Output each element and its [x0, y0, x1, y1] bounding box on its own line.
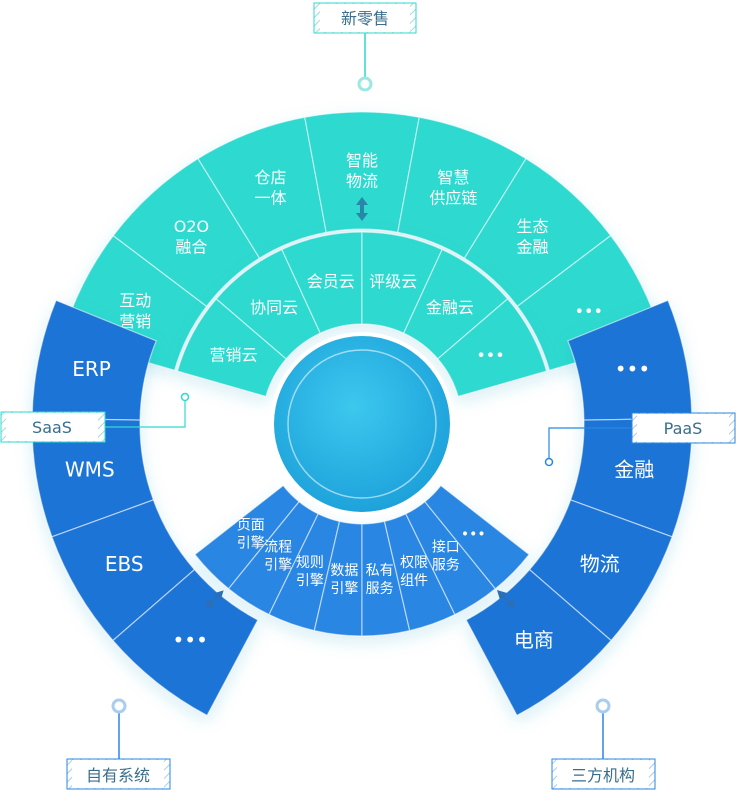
- tag-paas-label: PaaS: [664, 419, 703, 438]
- inner-teal-ring: 营销云 协同云会员云评级云金融云 •••: [176, 231, 548, 398]
- outer-blue-right-label: 金融: [614, 458, 654, 482]
- inner-blue-label: 接口: [432, 539, 460, 556]
- inner-teal-label: 协同云: [250, 298, 298, 317]
- inner-blue-label: 引擎: [264, 558, 292, 574]
- arrow-blue-left-icon: [205, 590, 224, 609]
- inner-blue-segment: [194, 484, 300, 590]
- inner-teal-label: 评级云: [369, 272, 417, 291]
- inner-teal-segment: [437, 298, 548, 398]
- connector-own-system: [111, 698, 127, 759]
- outer-teal-label: 营销: [119, 312, 151, 331]
- inner-blue-label: 权限: [400, 555, 428, 571]
- outer-teal-label: 智能: [346, 151, 378, 170]
- outer-teal-label: 智慧: [437, 168, 469, 187]
- inner-blue-segment: [227, 500, 319, 616]
- outer-blue-right-label: •••: [615, 357, 650, 381]
- inner-blue-label: 数据: [330, 563, 358, 579]
- inner-teal-label: 营销云: [209, 345, 257, 364]
- tag-new-retail-label: 新零售: [341, 9, 389, 28]
- inner-blue-segment: [383, 513, 456, 632]
- inner-blue-segment: [313, 520, 363, 637]
- outer-teal-label: O2O: [174, 217, 209, 236]
- inner-blue-label: 服务: [432, 558, 460, 574]
- outer-teal-label: 仓店: [255, 168, 287, 187]
- arrow-blue-right-icon: [497, 590, 516, 609]
- outer-blue-left-label: •••: [172, 628, 207, 652]
- connector-paas: [544, 427, 632, 467]
- inner-blue-label: 引擎: [237, 535, 265, 551]
- tag-own-system: 自有系统: [66, 758, 171, 790]
- outer-blue-left-ring: ERP WMS EBS •••: [31, 299, 259, 717]
- inner-blue-label: 服务: [366, 581, 394, 597]
- inner-blue-label: 页面: [237, 517, 265, 533]
- outer-teal-label: 供应链: [429, 189, 477, 208]
- inner-teal-label: 会员云: [307, 272, 355, 291]
- inner-blue-label: 流程: [264, 540, 292, 556]
- tag-saas-label: SaaS: [32, 418, 72, 437]
- outer-teal-label: 融合: [175, 238, 207, 257]
- outer-teal-label: 生态: [517, 217, 549, 236]
- outer-teal-label: •••: [575, 301, 603, 320]
- outer-blue-right-label: 电商: [514, 628, 554, 652]
- inner-blue-label: 组件: [400, 573, 428, 589]
- outer-blue-left-segment: [31, 299, 157, 421]
- tag-saas: SaaS: [0, 411, 106, 443]
- outer-teal-label: 一体: [255, 189, 287, 208]
- inner-blue-label: 引擎: [296, 573, 324, 589]
- outer-teal-label: 互动: [119, 291, 151, 310]
- center-core: [270, 332, 454, 516]
- inner-blue-segment: [424, 484, 530, 590]
- inner-teal-label: •••: [476, 345, 504, 364]
- connector-third-party: [595, 698, 611, 759]
- connector-new-retail: [357, 33, 373, 92]
- outer-blue-left-label: EBS: [105, 552, 144, 576]
- inner-blue-segment: [268, 513, 341, 632]
- outer-blue-right-label: 物流: [580, 552, 620, 576]
- inner-blue-segment: [361, 520, 411, 637]
- inner-blue-segment: [405, 500, 497, 616]
- outer-teal-label: 金融: [517, 238, 549, 257]
- tag-own-system-label: 自有系统: [86, 766, 150, 785]
- outer-blue-left-segment: [112, 568, 259, 717]
- tag-paas: PaaS: [631, 412, 736, 444]
- outer-blue-left-label: WMS: [65, 458, 115, 482]
- tag-new-retail: 新零售: [313, 2, 417, 34]
- outer-blue-left-label: ERP: [72, 357, 111, 381]
- inner-blue-label: •••: [461, 526, 486, 542]
- inner-blue-ring: 页面引擎流程引擎规则引擎数据引擎私有服务权限组件接口服务•••: [194, 484, 530, 637]
- outer-teal-label: 物流: [346, 172, 378, 191]
- inner-blue-label: 引擎: [330, 581, 358, 597]
- tag-third-party-label: 三方机构: [571, 766, 635, 785]
- outer-blue-left-segment: [51, 499, 196, 642]
- outer-blue-right-segment: [465, 568, 612, 717]
- tag-third-party: 三方机构: [551, 758, 656, 790]
- inner-blue-label: 规则: [296, 555, 324, 571]
- arrow-teal-vertical-icon: [356, 197, 368, 221]
- inner-blue-label: 私有: [366, 563, 394, 579]
- connector-saas: [105, 392, 190, 428]
- inner-teal-label: 金融云: [426, 298, 474, 317]
